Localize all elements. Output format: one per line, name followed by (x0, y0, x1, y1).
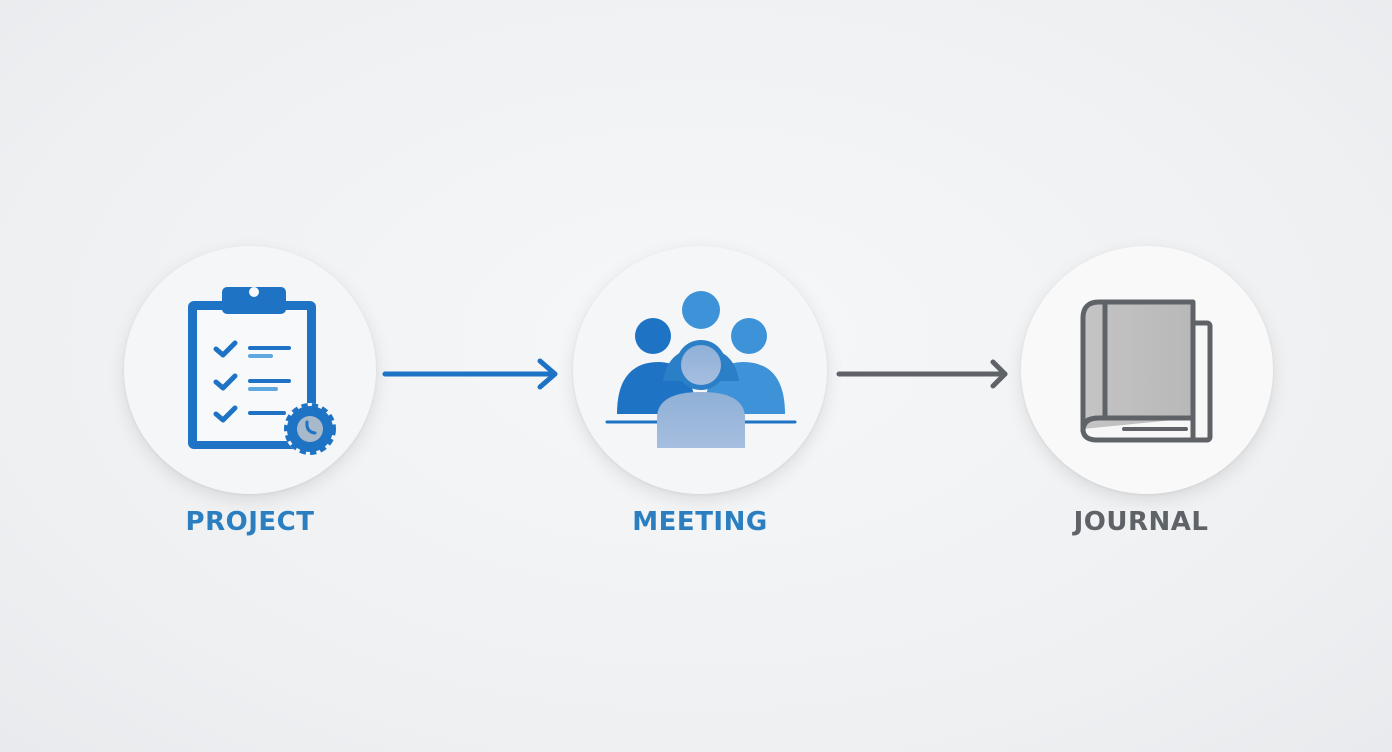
step-label-journal: JOURNAL (1073, 507, 1209, 537)
step-label-meeting: MEETING (632, 507, 768, 537)
arrow-meeting-to-journal (836, 359, 1008, 389)
node-meeting (573, 246, 827, 494)
arrow-project-to-meeting (382, 358, 558, 390)
clipboard-checklist-icon (188, 287, 336, 455)
node-journal (1021, 246, 1273, 494)
step-label-project: PROJECT (185, 507, 315, 537)
node-project (124, 246, 376, 494)
people-group-icon (605, 291, 797, 448)
book-icon (1080, 299, 1213, 443)
